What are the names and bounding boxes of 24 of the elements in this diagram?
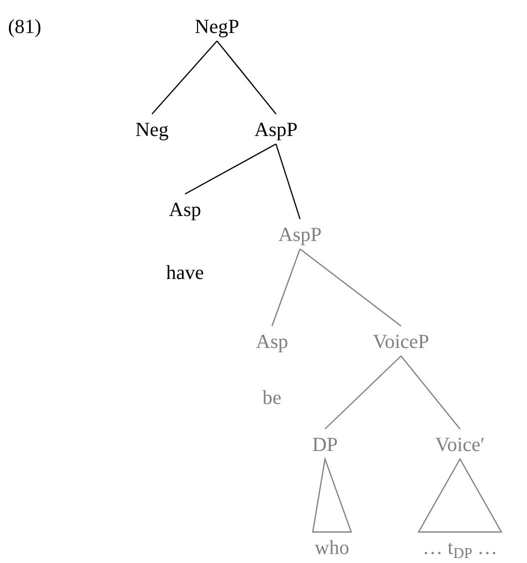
tree-label: Asp xyxy=(168,198,202,222)
branch-line xyxy=(216,40,276,114)
triangle-branch xyxy=(418,458,502,533)
branch-line xyxy=(184,143,276,195)
branch-line xyxy=(300,248,402,326)
tree-label: VoiceP xyxy=(372,330,430,354)
tree-label: Asp xyxy=(256,330,288,354)
tree-label: who xyxy=(314,536,350,560)
example-number: (81) xyxy=(8,15,42,39)
tree-label: AspP xyxy=(254,118,298,142)
tree-label: Neg xyxy=(135,118,169,142)
branch-line xyxy=(152,40,218,114)
word-label: be xyxy=(262,386,282,410)
branch-line xyxy=(400,356,460,430)
branch-line xyxy=(275,144,301,220)
word-label: have xyxy=(166,261,204,285)
tree-label: … t$_{DP}$ … xyxy=(422,536,498,560)
tree-label: Voice′ xyxy=(435,433,485,457)
branch-line xyxy=(324,356,402,430)
tree-label: AspP xyxy=(278,223,322,247)
triangle-branch xyxy=(312,456,352,533)
branch-line xyxy=(271,248,301,326)
tree-label: DP xyxy=(312,433,338,457)
tree-label: NegP xyxy=(194,15,240,39)
